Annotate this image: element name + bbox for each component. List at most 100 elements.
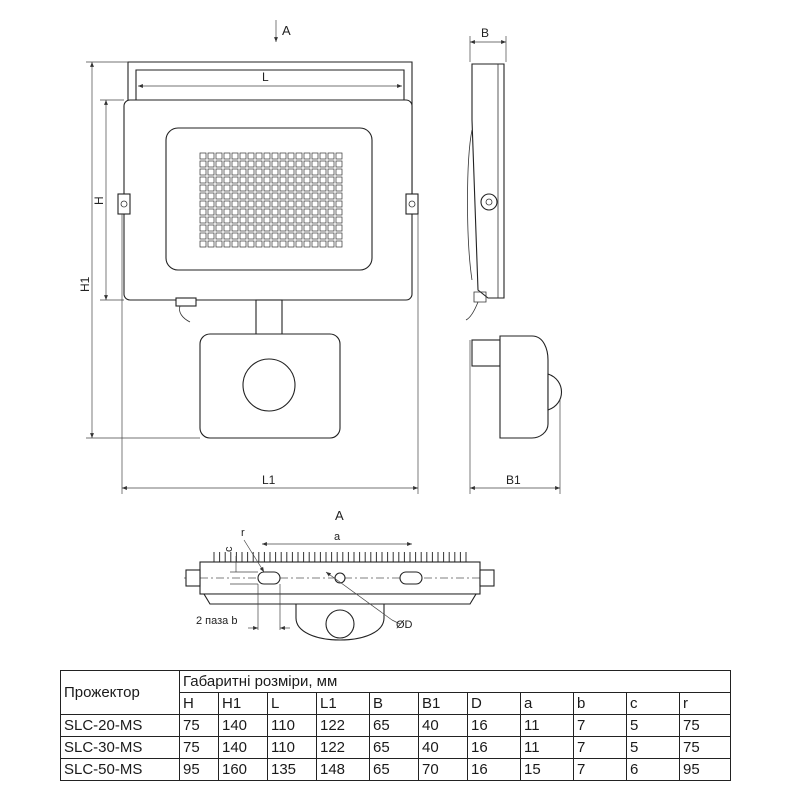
led-cell <box>263 224 271 232</box>
led-cell <box>327 216 335 224</box>
bottom-diameter-label: ØD <box>396 619 413 631</box>
value-cell: 15 <box>520 758 574 781</box>
led-cell <box>207 168 215 176</box>
value-cell: 7 <box>573 758 627 781</box>
led-cell <box>255 168 263 176</box>
led-cell <box>271 184 279 192</box>
led-cell <box>327 208 335 216</box>
led-cell <box>319 192 327 200</box>
led-cell <box>207 184 215 192</box>
led-cell <box>287 176 295 184</box>
led-cell <box>231 192 239 200</box>
value-cell: 65 <box>369 714 419 737</box>
led-cell <box>335 152 343 160</box>
led-cell <box>231 208 239 216</box>
column-header: B <box>369 692 419 715</box>
led-cell <box>327 184 335 192</box>
column-header: c <box>626 692 680 715</box>
led-cell <box>247 208 255 216</box>
led-cell <box>263 216 271 224</box>
value-cell: 75 <box>679 714 731 737</box>
value-cell: 65 <box>369 736 419 759</box>
led-cell <box>279 152 287 160</box>
led-cell <box>303 200 311 208</box>
value-cell: 75 <box>179 714 219 737</box>
led-cell <box>311 168 319 176</box>
led-cell <box>223 176 231 184</box>
value-cell: 40 <box>418 736 468 759</box>
led-cell <box>279 232 287 240</box>
led-cell <box>223 160 231 168</box>
column-header: H <box>179 692 219 715</box>
led-cell <box>247 192 255 200</box>
led-cell <box>247 224 255 232</box>
value-cell: 5 <box>626 736 680 759</box>
led-cell <box>279 160 287 168</box>
front-width-label: L <box>262 70 269 84</box>
led-cell <box>279 216 287 224</box>
front-total-height-label: H1 <box>78 276 92 292</box>
led-cell <box>223 200 231 208</box>
led-cell <box>319 184 327 192</box>
led-cell <box>223 208 231 216</box>
value-cell: 148 <box>316 758 370 781</box>
led-cell <box>327 192 335 200</box>
value-cell: 75 <box>179 736 219 759</box>
led-cell <box>263 184 271 192</box>
cooling-fins <box>213 552 467 562</box>
led-cell <box>271 216 279 224</box>
model-cell: SLC-50-MS <box>60 758 180 781</box>
column-header: b <box>573 692 627 715</box>
view-a-marker: A <box>282 23 291 38</box>
led-cell <box>247 152 255 160</box>
led-cell <box>215 232 223 240</box>
value-cell: 65 <box>369 758 419 781</box>
side-total-depth-label: B1 <box>506 473 521 487</box>
led-cell <box>223 168 231 176</box>
led-cell <box>327 240 335 248</box>
led-cell <box>327 168 335 176</box>
value-cell: 95 <box>679 758 731 781</box>
led-cell <box>223 184 231 192</box>
column-header: a <box>520 692 574 715</box>
led-cell <box>311 232 319 240</box>
led-cell <box>311 176 319 184</box>
led-cell <box>215 208 223 216</box>
led-cell <box>319 200 327 208</box>
technical-drawing: A L H H1 <box>78 20 563 641</box>
led-cell <box>231 240 239 248</box>
led-cell <box>295 240 303 248</box>
led-cell <box>287 232 295 240</box>
led-cell <box>247 216 255 224</box>
led-cell <box>199 168 207 176</box>
value-cell: 122 <box>316 714 370 737</box>
bottom-c-label: c <box>223 546 235 552</box>
model-cell: SLC-20-MS <box>60 714 180 737</box>
value-cell: 11 <box>520 736 574 759</box>
led-cell <box>199 192 207 200</box>
led-cell <box>287 224 295 232</box>
led-cell <box>215 168 223 176</box>
led-cell <box>199 240 207 248</box>
column-header: B1 <box>418 692 468 715</box>
led-cell <box>295 208 303 216</box>
led-cell <box>271 160 279 168</box>
led-cell <box>319 176 327 184</box>
led-cell <box>295 224 303 232</box>
led-cell <box>223 152 231 160</box>
led-cell <box>335 168 343 176</box>
value-cell: 110 <box>267 736 317 759</box>
led-cell <box>303 240 311 248</box>
led-cell <box>287 192 295 200</box>
led-cell <box>287 184 295 192</box>
led-cell <box>303 232 311 240</box>
led-cell <box>335 200 343 208</box>
led-cell <box>199 232 207 240</box>
led-cell <box>239 176 247 184</box>
front-height-label: H <box>92 196 106 205</box>
led-cell <box>319 224 327 232</box>
led-cell <box>295 192 303 200</box>
led-cell <box>271 192 279 200</box>
